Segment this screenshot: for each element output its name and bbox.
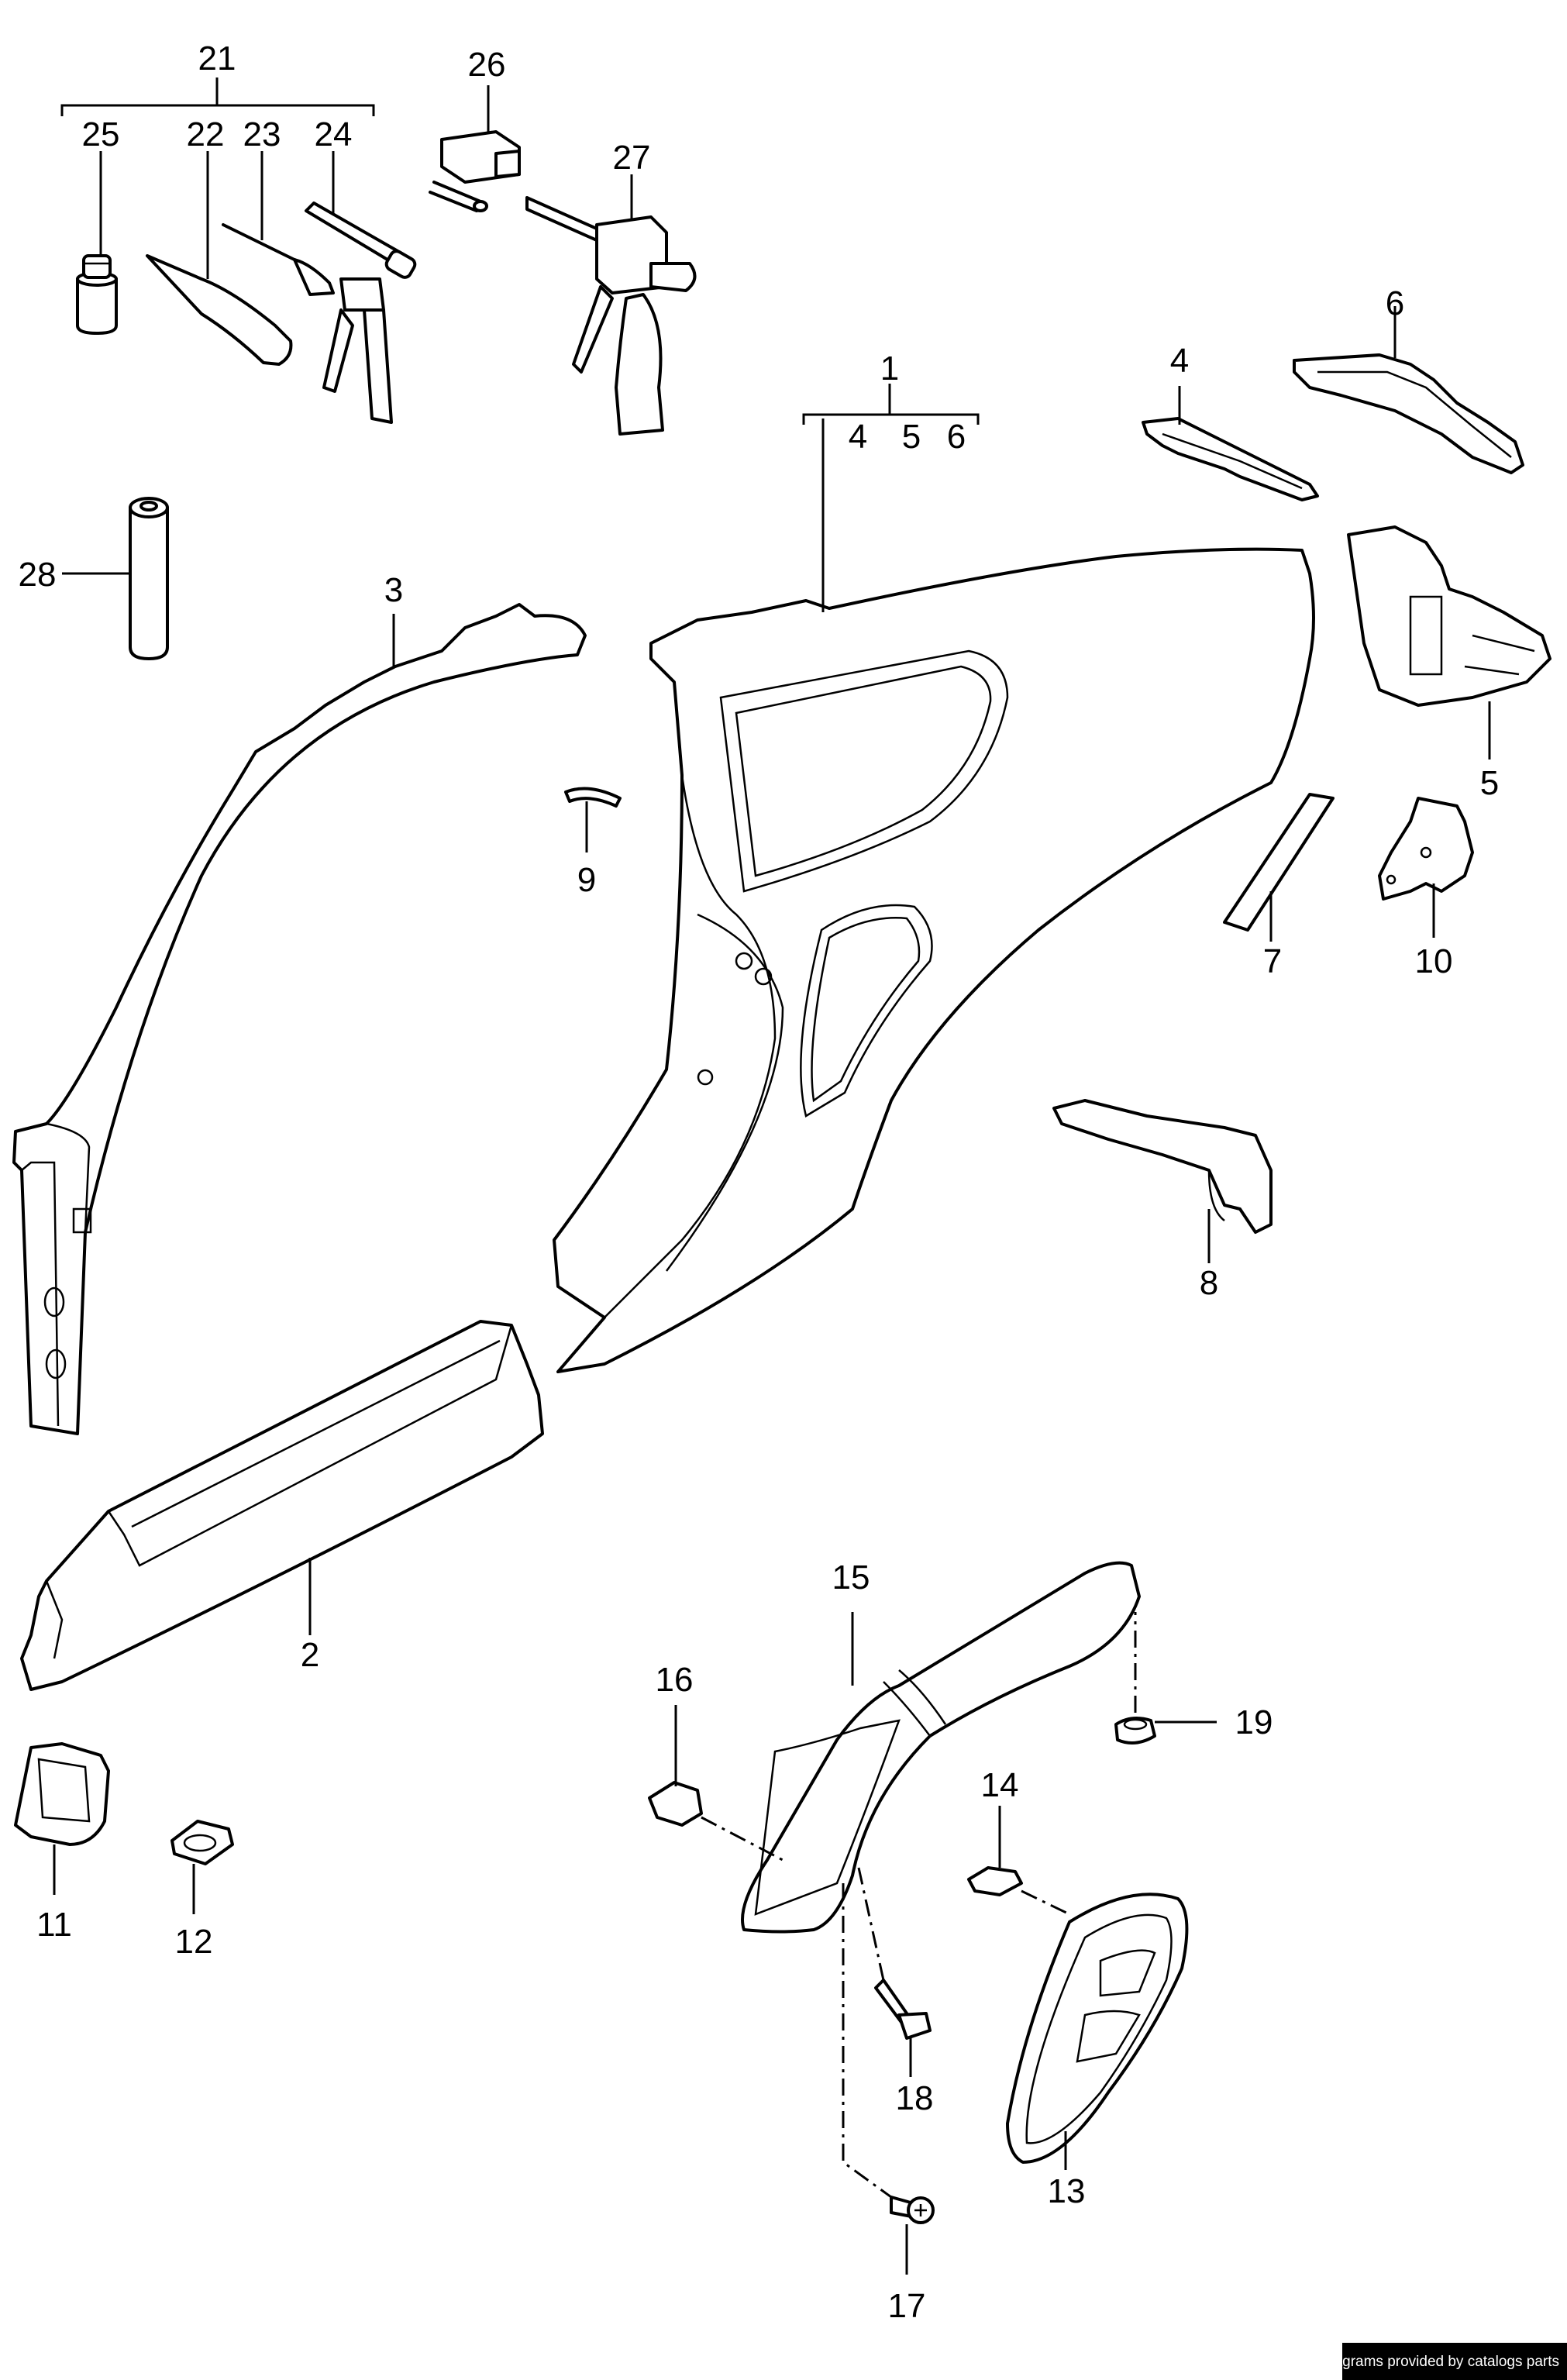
callout-group1-5: 5 (902, 418, 921, 456)
part-4-bracket (1142, 386, 1319, 501)
callout-10: 10 (1415, 942, 1453, 980)
part-14-clip (967, 1806, 1070, 1916)
callout-labels: 21 25 22 23 24 26 27 28 3 1 4 5 6 4 6 5 … (19, 40, 1500, 2325)
callout-27: 27 (613, 139, 651, 177)
part-3-a-pillar (12, 603, 587, 1435)
part-13-cover-panel (1006, 1893, 1189, 2170)
part-17-screw (842, 1883, 935, 2275)
part-23-applicator-gun (222, 151, 393, 424)
part-10-bracket (1378, 797, 1474, 938)
callout-22: 22 (187, 115, 225, 153)
callout-2: 2 (301, 1636, 319, 1674)
callout-1: 1 (880, 350, 899, 387)
callout-19: 19 (1235, 1703, 1273, 1741)
part-5-inner-panel (1347, 525, 1552, 759)
part-27-dispensing-gun (525, 174, 697, 436)
part-25-bottle (76, 151, 118, 335)
callout-24: 24 (315, 115, 353, 153)
callout-3: 3 (384, 571, 403, 609)
callout-group1-4: 4 (849, 418, 867, 456)
callout-group1-6: 6 (947, 418, 966, 456)
credit-banner: Diagrams provided by catalogs parts (1321, 2343, 1567, 2380)
part-18-bolt (857, 1867, 932, 2077)
callout-5: 5 (1480, 764, 1499, 802)
callout-18: 18 (896, 2079, 934, 2117)
callout-8: 8 (1200, 1264, 1218, 1302)
callout-23: 23 (243, 115, 281, 153)
callout-15: 15 (832, 1559, 870, 1596)
part-15-wheelhouse-liner (741, 1561, 1141, 1934)
part-1-side-panel (553, 384, 1315, 1373)
part-9-clip (564, 787, 622, 852)
callout-21: 21 (198, 40, 236, 77)
callout-6: 6 (1386, 284, 1404, 322)
credit-text: Diagrams provided by catalogs parts (1320, 2354, 1559, 2370)
callout-7: 7 (1263, 942, 1282, 980)
callout-13: 13 (1048, 2172, 1086, 2210)
part-19-nut (1114, 1612, 1217, 1745)
part-6-rail (1293, 306, 1524, 474)
part-7-seal-strip (1223, 793, 1335, 942)
part-22-sealant-tube (146, 151, 293, 366)
callout-14: 14 (981, 1766, 1019, 1804)
callout-11: 11 (36, 1906, 72, 1944)
part-2-side-sill (20, 1320, 544, 1691)
group-21-bracket (60, 77, 375, 116)
callout-12: 12 (175, 1923, 213, 1961)
callout-26: 26 (468, 46, 506, 84)
part-24-mixing-nozzle (305, 151, 417, 279)
callout-9: 9 (577, 861, 596, 899)
callout-4: 4 (1170, 342, 1189, 380)
part-8-wheelarch-bracket (1052, 1099, 1273, 1263)
callout-25: 25 (82, 115, 120, 153)
part-28-sealant-cartridge (62, 497, 169, 660)
part-16-clip (648, 1705, 784, 1862)
part-12-grommet (170, 1820, 234, 1914)
callout-17: 17 (888, 2287, 926, 2325)
callout-28: 28 (19, 556, 57, 594)
callout-16: 16 (656, 1661, 694, 1699)
part-11-cover (14, 1742, 110, 1895)
part-26-cartridge (429, 85, 521, 212)
